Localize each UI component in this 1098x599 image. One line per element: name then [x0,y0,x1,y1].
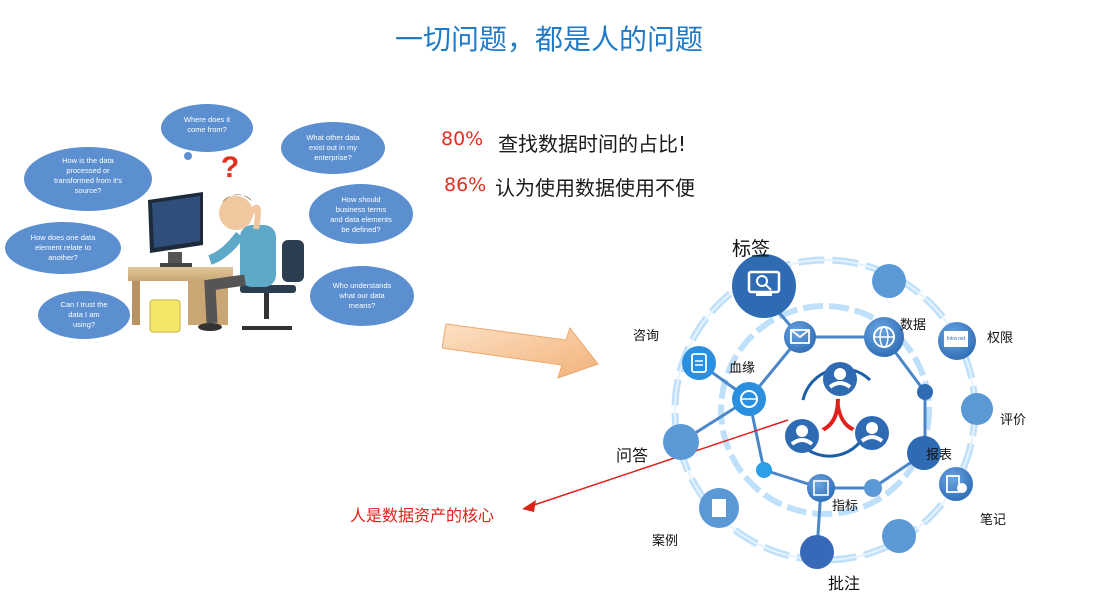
center-char: 人 [821,398,855,436]
node-small-mid [864,479,882,497]
label-pingjia: 评价 [1000,413,1027,428]
label-anli: 案例 [652,534,679,549]
question-mark: ? [221,151,239,184]
label-wenda: 问答 [616,446,649,465]
transition-arrow [442,323,599,379]
stat-text-1: 查找数据时间的占比! [498,132,687,156]
node-pizhu [800,535,834,569]
node-baobiao [907,436,941,470]
stat-percent-2: 86% [444,174,487,196]
stat-percent-1: 80% [441,128,484,150]
node-biji [939,467,973,501]
label-zixun: 咨询 [633,329,660,344]
waste-bin [149,299,181,333]
node-anli [699,488,739,528]
core-connector-line [527,419,789,508]
person-body [240,225,276,287]
label-quanxian: 权限 [987,331,1014,346]
label-baobiao: 报表 [926,448,953,463]
desk-top [128,267,233,281]
node-zixun [682,346,716,380]
node-pingjia [961,393,993,425]
node-zhibiao [807,474,835,502]
stat-text-2: 认为使用数据使用不便 [495,176,695,200]
node-small-left [756,462,772,478]
page-title: 一切问题，都是人的问题 [394,23,703,56]
label-pizhu: 批注 [828,574,861,593]
people-core-icon: 人 [785,362,889,458]
svg-text:Intra net: Intra net [947,336,966,342]
inner-ring [718,303,932,517]
node-small-right [917,384,933,400]
label-biaoqian: 标签 [732,238,771,260]
chair [282,240,304,282]
node-mail [784,321,816,353]
node-shuju [864,317,904,357]
node-bottom-right [882,519,916,553]
label-biji: 笔记 [980,513,1007,528]
label-xueyuan: 血缘 [729,361,756,376]
core-statement: 人是数据资产的核心 [350,506,495,525]
people-data-network: Intra net 人 [522,254,993,569]
node-xueyuan [732,382,766,416]
node-wenda [663,424,699,460]
label-zhibiao: 指标 [832,499,859,514]
person-head [219,196,253,230]
node-top-right [872,264,906,298]
label-shuju: 数据 [900,318,927,333]
node-biaoqian [732,254,796,318]
node-quanxian: Intra net [938,322,976,360]
